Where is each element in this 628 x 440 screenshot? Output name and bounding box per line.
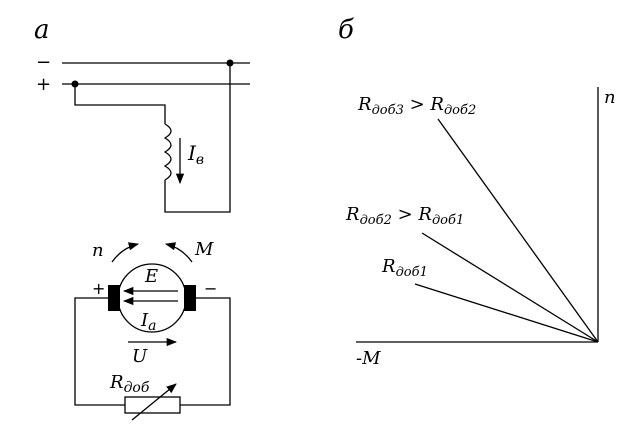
field-winding-coil: [163, 123, 172, 181]
resistor: [124, 396, 181, 414]
line-2-label: Rдоб2 > Rдоб1: [345, 204, 464, 228]
minus-rail-sign: −: [36, 52, 51, 73]
torque-arrow: [164, 242, 193, 263]
panel-a-label: а: [34, 15, 50, 45]
speed-arrow: [111, 242, 140, 263]
armature-wire-right: [180, 297, 231, 406]
panel-b-label: б: [338, 15, 354, 45]
brush-plus-sign: +: [92, 279, 105, 298]
torque-label: M: [194, 239, 214, 260]
brush-right: [184, 285, 196, 311]
panel-b: б n -M Rдоб3 > Rдоб2 Rдоб2 > Rдоб1 Rдоб1: [338, 15, 616, 369]
armature-wire-left: [74, 297, 125, 406]
armature-current-label: Ia: [140, 310, 156, 334]
line-1-label: Rдоб1: [381, 256, 428, 280]
characteristic-line-1: [414, 283, 599, 343]
brush-left: [108, 285, 120, 311]
field-wire-top: [74, 84, 166, 124]
speed-label: n: [92, 240, 104, 261]
line-3-label: Rдоб3 > Rдоб2: [357, 94, 476, 118]
resistor-label: Rдоб: [109, 372, 150, 396]
resistor-variable-arrow: [131, 383, 177, 421]
field-wire-return: [164, 63, 231, 213]
characteristic-line-2: [421, 232, 599, 343]
brush-minus-sign: −: [204, 279, 217, 298]
panel-a: а − + Iв n M + − E Ia U Rдоб: [34, 15, 250, 421]
y-axis-label: n: [604, 87, 616, 108]
characteristic-line-3: [437, 118, 599, 343]
field-current-label: Iв: [187, 141, 204, 168]
plus-rail-sign: +: [36, 74, 51, 95]
voltage-label: U: [132, 346, 148, 367]
emf-label: E: [144, 266, 158, 287]
x-axis-label: -M: [356, 348, 381, 369]
